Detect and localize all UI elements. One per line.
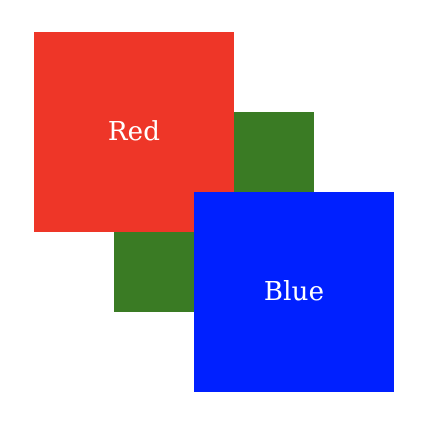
red-square-label: Red (107, 117, 161, 147)
blue-square-label: Blue (263, 277, 325, 307)
blue-square: Blue (194, 192, 394, 392)
